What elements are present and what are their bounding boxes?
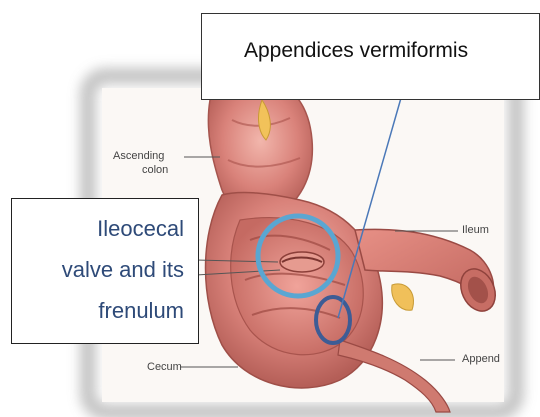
label-appendix: Append xyxy=(462,353,500,365)
callout-ileocecal-valve: Ileocecal valve and its frenulum xyxy=(11,198,199,344)
ileocecal-valve xyxy=(280,252,324,272)
label-ileum: Ileum xyxy=(462,224,489,236)
callout-appendices: Appendices vermiformis xyxy=(201,13,540,100)
label-cecum: Cecum xyxy=(147,361,182,373)
label-ascending-colon-1: Ascending xyxy=(113,150,164,162)
callout-line-3: frenulum xyxy=(98,298,184,324)
callout-line-1: Ileocecal xyxy=(97,216,184,242)
callout-line-2: valve and its xyxy=(62,257,184,283)
label-ascending-colon-2: colon xyxy=(142,164,168,176)
callout-appendices-text: Appendices vermiformis xyxy=(244,39,468,63)
